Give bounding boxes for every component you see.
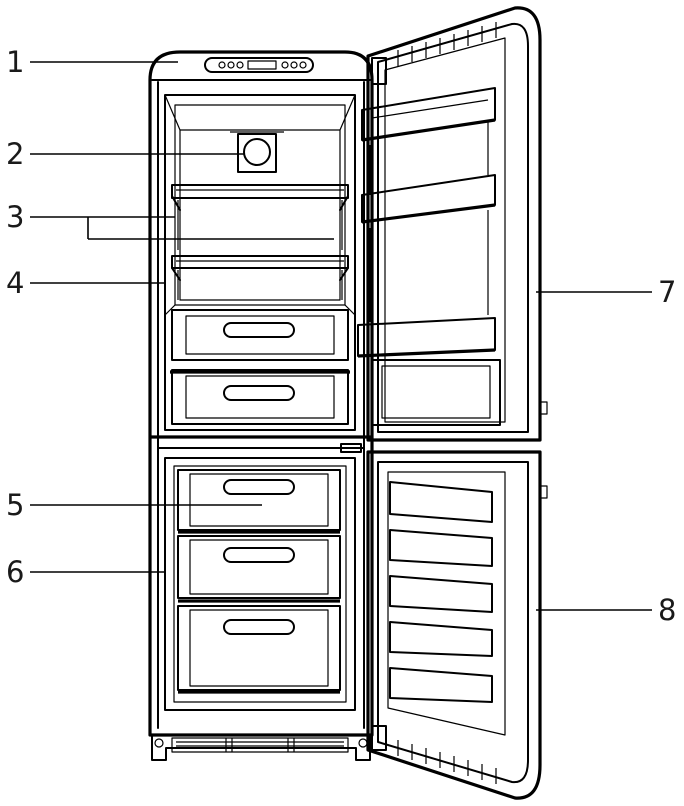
freezer-compartment: [164, 457, 356, 711]
callout-label-4: 4: [6, 266, 24, 300]
fridge-cabinet: [148, 50, 374, 761]
middle-hinge: [340, 443, 362, 453]
callout-label-2: 2: [6, 137, 24, 171]
callout-6: 6: [6, 555, 166, 589]
light-unit: [230, 131, 284, 173]
shelf-supports: [177, 200, 343, 300]
control-panel: [204, 57, 314, 73]
callout-5: 5: [6, 488, 262, 522]
freezer-door: [366, 450, 548, 800]
callout-label-1: 1: [6, 45, 24, 79]
crisper-drawer-lower: [170, 369, 350, 425]
glass-shelf-upper: [171, 184, 349, 211]
callout-3: 3: [6, 200, 334, 240]
door-balcony-bottom: [371, 359, 501, 426]
door-balcony-lower: [357, 210, 496, 358]
callout-label-7: 7: [658, 275, 676, 309]
fridge-compartment: [164, 94, 356, 431]
callout-label-6: 6: [6, 555, 24, 589]
callout-8: 8: [536, 593, 676, 627]
freezer-gasket-ribs: [397, 740, 497, 784]
callout-label-8: 8: [658, 593, 676, 627]
callout-1: 1: [6, 45, 178, 79]
fridge-door: [357, 6, 548, 442]
callout-2: 2: [6, 137, 244, 171]
callout-label-3: 3: [6, 200, 24, 234]
freezer-drawer-2: [177, 535, 341, 603]
callout-7: 7: [536, 275, 676, 309]
door-balcony-middle: [361, 122, 496, 224]
freezer-door-flaps: [389, 481, 493, 703]
door-gasket-ribs: [397, 22, 497, 66]
crisper-drawer-upper: [171, 309, 349, 361]
callout-4: 4: [6, 266, 165, 300]
freezer-drawer-3: [177, 605, 341, 694]
glass-shelf-lower: [171, 255, 349, 281]
door-balcony-top: [361, 87, 496, 142]
callout-label-5: 5: [6, 488, 24, 522]
freezer-drawer-1: [177, 469, 341, 534]
base-grille: [151, 734, 371, 761]
